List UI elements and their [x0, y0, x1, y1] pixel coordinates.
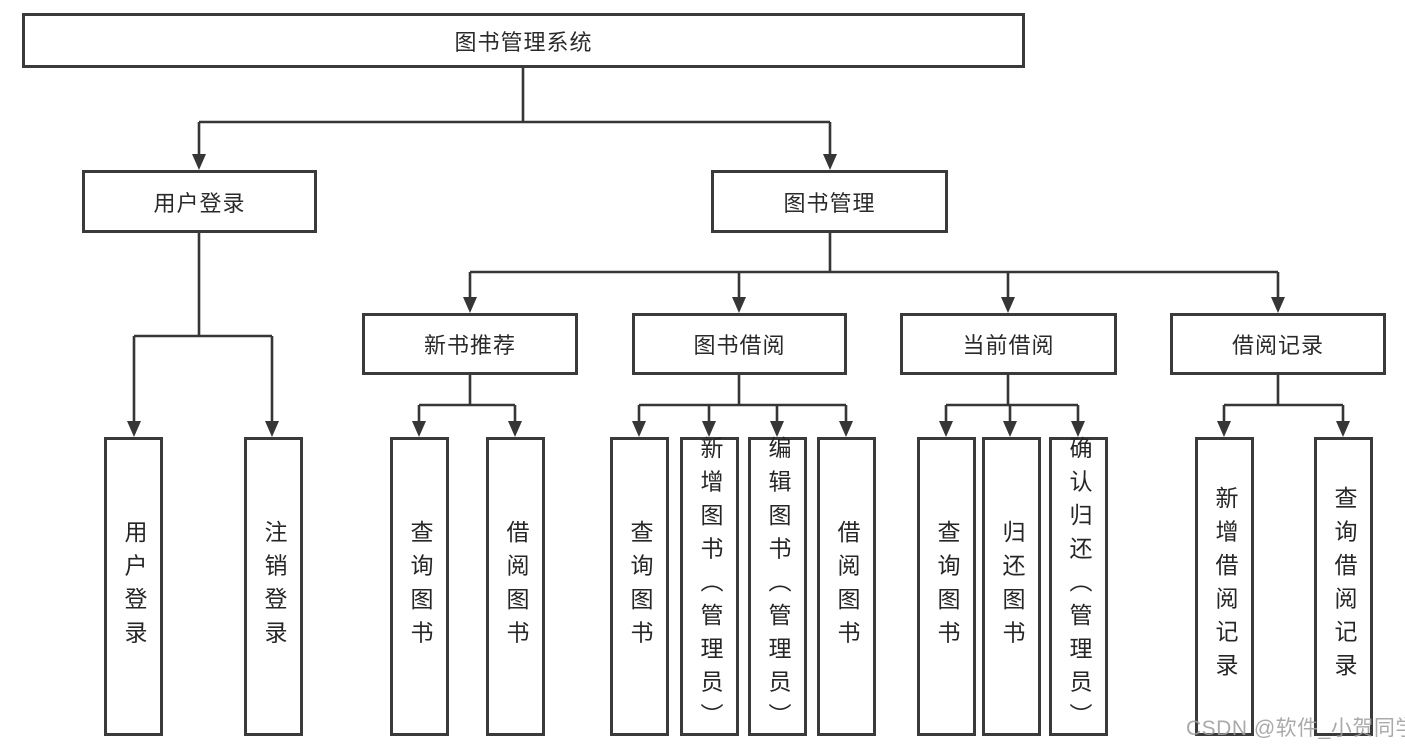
leaf-query-books-recommend-label: 查询图书: [407, 519, 433, 654]
node-book-management-label: 图书管理: [783, 190, 876, 216]
node-book-management: 图书管理: [711, 170, 948, 233]
leaf-return-books-label: 归还图书: [999, 519, 1025, 654]
leaf-borrow-books-recommend-label: 借阅图书: [503, 519, 529, 654]
leaf-edit-books-admin: 编辑图书（管理员）: [748, 436, 807, 737]
leaf-logout: 注销登录: [244, 437, 303, 736]
node-root-library-system: 图书管理系统: [22, 13, 1025, 68]
leaf-query-books-recommend: 查询图书: [390, 437, 449, 736]
leaf-borrow-books: 借阅图书: [817, 437, 876, 736]
node-user-login: 用户登录: [82, 170, 317, 233]
leaf-edit-books-admin-label: 编辑图书（管理员）: [765, 436, 791, 737]
leaf-query-books-current-label: 查询图书: [934, 519, 960, 654]
leaf-query-borrow-record: 查询借阅记录: [1314, 437, 1373, 736]
node-book-borrowing: 图书借阅: [632, 313, 847, 375]
leaf-confirm-return-admin-label: 确认归还（管理员）: [1066, 436, 1092, 737]
leaf-add-books-admin-label: 新增图书（管理员）: [697, 436, 723, 737]
node-new-book-recommend-label: 新书推荐: [423, 333, 516, 358]
leaf-return-books: 归还图书: [982, 437, 1041, 736]
node-user-login-label: 用户登录: [153, 190, 246, 216]
connector-lines: [132, 68, 1345, 423]
node-book-borrowing-label: 图书借阅: [693, 333, 786, 358]
leaf-borrow-books-recommend: 借阅图书: [486, 437, 545, 736]
leaf-user-login-label: 用户登录: [121, 519, 147, 654]
node-new-book-recommend: 新书推荐: [362, 313, 578, 375]
node-borrow-records-label: 借阅记录: [1231, 333, 1324, 358]
node-root-label: 图书管理系统: [454, 29, 593, 55]
leaf-borrow-books-label: 借阅图书: [834, 519, 860, 654]
leaf-query-borrow-record-label: 查询借阅记录: [1331, 486, 1357, 687]
node-borrow-records: 借阅记录: [1170, 313, 1386, 375]
leaf-user-login: 用户登录: [104, 437, 163, 736]
csdn-watermark: CSDN @软件_小贺同学: [1186, 717, 1405, 740]
node-current-borrowing-label: 当前借阅: [962, 333, 1055, 358]
node-current-borrowing: 当前借阅: [900, 313, 1117, 375]
leaf-add-books-admin: 新增图书（管理员）: [680, 436, 739, 737]
leaf-logout-label: 注销登录: [261, 519, 287, 654]
leaf-confirm-return-admin: 确认归还（管理员）: [1049, 436, 1108, 737]
leaf-query-books-borrowing-label: 查询图书: [627, 519, 653, 654]
leaf-add-borrow-record-label: 新增借阅记录: [1212, 486, 1238, 687]
leaf-query-books-borrowing: 查询图书: [610, 437, 669, 736]
leaf-add-borrow-record: 新增借阅记录: [1195, 437, 1254, 736]
leaf-query-books-current: 查询图书: [917, 437, 976, 736]
